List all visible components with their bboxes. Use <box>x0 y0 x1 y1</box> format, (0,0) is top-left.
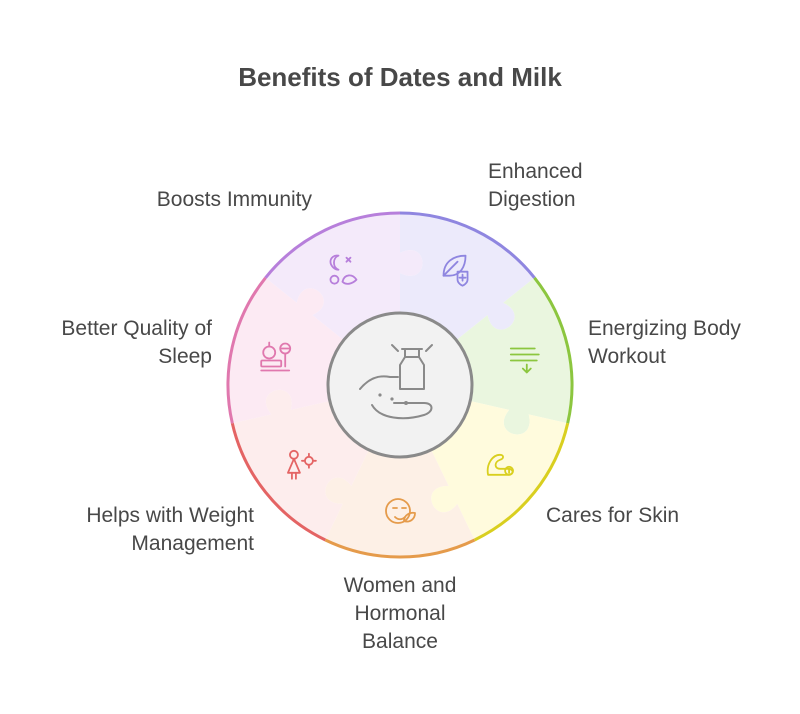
label-cares-for-skin: Cares for Skin <box>546 504 680 527</box>
segment-rim-women <box>230 422 327 542</box>
label-boosts-immunity: Boosts Immunity <box>156 188 312 211</box>
segment-sleep <box>265 213 423 341</box>
digestion-icon <box>509 347 540 374</box>
hand-milk-bottle-icon <box>359 344 433 420</box>
leaf-shield-icon <box>442 254 469 287</box>
segment-rim-sleep <box>264 211 401 279</box>
face-leaf-icon <box>385 498 416 524</box>
segment-workout <box>431 401 568 540</box>
moon-sleep-icon <box>329 254 358 285</box>
segment-rim-skin <box>324 538 476 559</box>
flexed-arm-icon <box>486 453 514 476</box>
label-women-hormonal-balance: Women and Hormonal Balance <box>343 574 457 653</box>
segment-rim-digestion <box>533 276 574 424</box>
label-better-quality-sleep: Better Quality of Sleep <box>61 317 212 368</box>
scale-apple-icon <box>260 341 292 372</box>
segment-digestion <box>456 277 573 435</box>
segment-rim-workout <box>473 422 570 542</box>
diagram-title: Benefits of Dates and Milk <box>238 62 562 92</box>
segment-skin <box>325 449 475 558</box>
label-weight-management: Helps with Weight Management <box>86 504 254 555</box>
woman-gear-icon <box>287 449 317 480</box>
label-energizing-body-workout: Energizing Body Workout <box>588 317 741 368</box>
label-enhanced-digestion: Enhanced Digestion <box>488 160 583 211</box>
segment-rim-weight <box>226 276 267 424</box>
segment-women <box>232 389 369 540</box>
segment-weight <box>227 277 344 424</box>
segment-rim-immunity <box>399 211 536 279</box>
